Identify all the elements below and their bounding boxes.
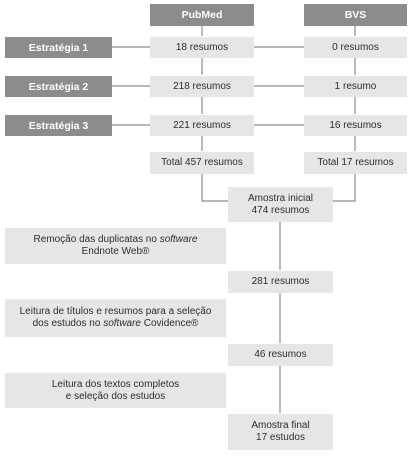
- step-1-line-1-text: Remoção das duplicatas no: [33, 234, 160, 245]
- after-screening-count: 46 resumos: [254, 349, 307, 360]
- after-duplicates-count-box: 281 resumos: [228, 271, 333, 293]
- pubmed-strategy-3-count: 221 resumos: [150, 115, 254, 136]
- bvs-strategy-2-count: 1 resumo: [304, 76, 407, 97]
- bvs-total-label: Total 17 resumos: [317, 157, 394, 168]
- strategy-1-label: Estratégia 1: [28, 41, 89, 54]
- step-1-line-2: Endnote Web®: [82, 246, 150, 258]
- strategy-2-label: Estratégia 2: [28, 80, 89, 93]
- step-1-line-1: Remoção das duplicatas no software: [34, 234, 198, 246]
- pubmed-total-label: Total 457 resumos: [161, 157, 243, 168]
- step-1-line-1-italic: software: [159, 234, 198, 245]
- step-2-line-1: Leitura de títulos e resumos para a sele…: [20, 306, 212, 318]
- initial-sample-count: 474 resumos: [251, 204, 310, 216]
- bvs-total-box: Total 17 resumos: [304, 152, 407, 174]
- pubmed-strategy-2-label: 218 resumos: [173, 80, 231, 92]
- bvs-strategy-1-label: 0 resumos: [332, 41, 379, 53]
- final-sample-title: Amostra final: [251, 420, 310, 431]
- step-title-abstract-screening: Leitura de títulos e resumos para a sele…: [5, 299, 226, 337]
- bvs-header-label: BVS: [344, 9, 367, 21]
- strategy-3-label: Estratégia 3: [28, 119, 89, 132]
- bvs-strategy-2-label: 1 resumo: [334, 80, 377, 92]
- step-2-line-2-pre: dos estudos no: [32, 318, 104, 329]
- bvs-header: BVS: [304, 4, 407, 26]
- pubmed-strategy-1-count: 18 resumos: [150, 37, 254, 58]
- bvs-strategy-3-label: 16 resumos: [329, 119, 382, 131]
- connector-pubmed-total-initial: [201, 174, 228, 202]
- step-remove-duplicates: Remoção das duplicatas no software Endno…: [5, 228, 226, 264]
- after-screening-count-box: 46 resumos: [228, 344, 333, 366]
- pubmed-strategy-3-label: 221 resumos: [173, 119, 231, 131]
- step-2-line-1-text: Leitura de títulos e resumos para a sele…: [19, 306, 212, 317]
- strategy-1-box: Estratégia 1: [5, 37, 112, 58]
- step-2-line-2: dos estudos no software Covidence®: [33, 318, 199, 330]
- bvs-strategy-3-count: 16 resumos: [304, 115, 407, 136]
- pubmed-total-box: Total 457 resumos: [150, 152, 254, 174]
- connector-bvs-total-initial: [333, 174, 356, 202]
- final-sample-count: 17 estudos: [256, 432, 305, 443]
- bvs-strategy-1-count: 0 resumos: [304, 37, 407, 58]
- initial-sample-box: Amostra inicial 474 resumos: [228, 187, 333, 222]
- step-2-line-2-post: Covidence®: [141, 318, 199, 329]
- after-duplicates-count: 281 resumos: [251, 276, 310, 287]
- step-full-text-reading: Leitura dos textos completos e seleção d…: [5, 373, 226, 408]
- initial-sample-title: Amostra inicial: [247, 192, 314, 204]
- pubmed-header-label: PubMed: [181, 9, 223, 21]
- pubmed-header: PubMed: [150, 4, 254, 26]
- step-3-line-1: Leitura dos textos completos: [51, 378, 180, 390]
- step-1-line-2-text: Endnote Web®: [81, 246, 150, 257]
- final-sample-box: Amostra final 17 estudos: [228, 414, 333, 450]
- step-2-line-2-italic: software: [103, 318, 141, 329]
- step-3-line-2: e seleção dos estudos: [65, 390, 166, 402]
- strategy-3-box: Estratégia 3: [5, 115, 112, 136]
- pubmed-strategy-2-count: 218 resumos: [150, 76, 254, 97]
- pubmed-strategy-1-label: 18 resumos: [175, 41, 229, 53]
- strategy-2-box: Estratégia 2: [5, 76, 112, 97]
